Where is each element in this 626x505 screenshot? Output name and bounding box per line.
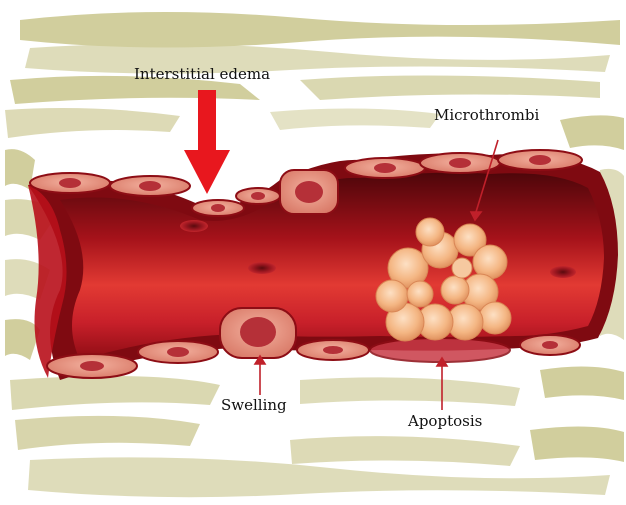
label-swelling: Swelling: [221, 398, 287, 413]
label-microthrombi: Microthrombi: [434, 108, 539, 123]
label-interstitial-edema: Interstitial edema: [134, 67, 270, 82]
label-apoptosis: Apoptosis: [408, 414, 482, 429]
edema-arrow: [184, 90, 230, 194]
apoptotic-cell: [370, 338, 510, 362]
red-blood-cell: [550, 266, 576, 278]
red-blood-cell: [248, 262, 276, 274]
red-blood-cell: [180, 220, 208, 232]
